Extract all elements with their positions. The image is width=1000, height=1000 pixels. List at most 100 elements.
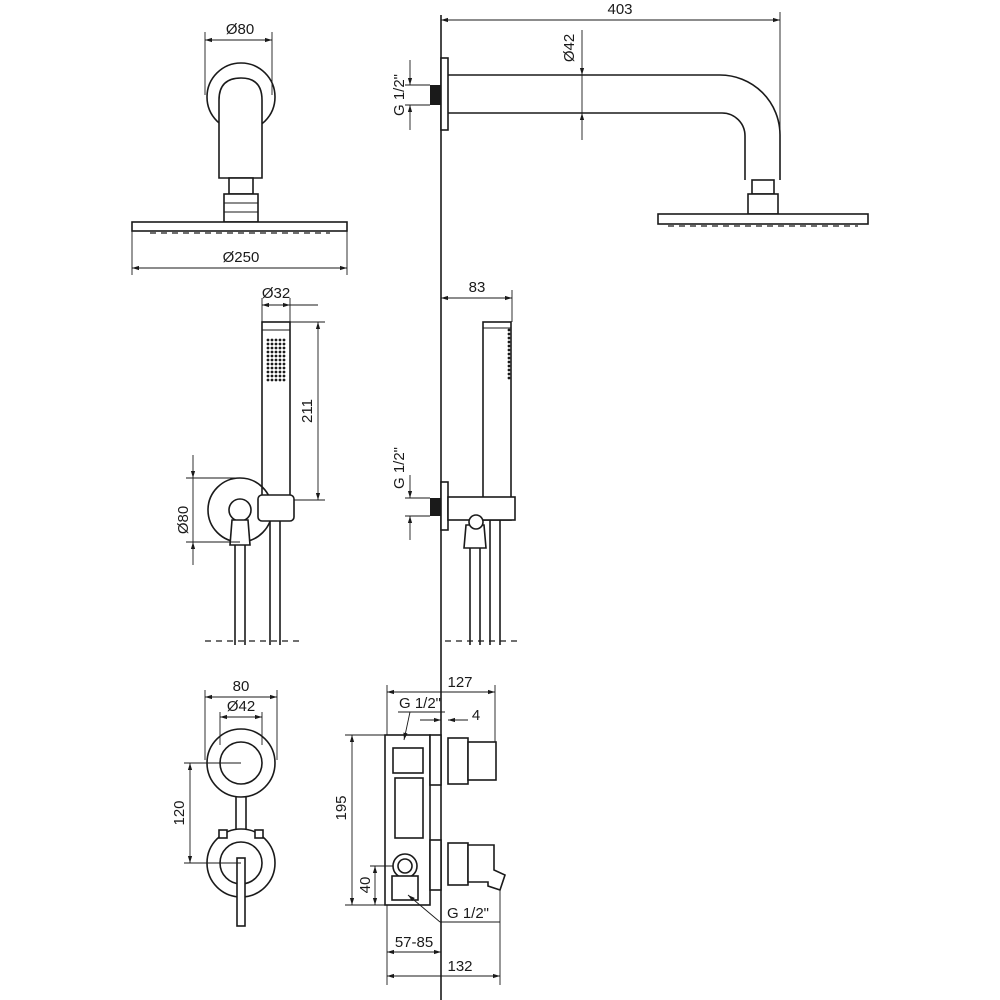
nozzle-dot [278, 362, 282, 366]
dimension-arm-diameter: Ø42 [561, 30, 585, 140]
svg-text:83: 83 [469, 279, 486, 296]
svg-text:403: 403 [607, 1, 632, 18]
dimension-holder-diameter: Ø80 [175, 455, 240, 565]
nozzle-dot [282, 338, 286, 342]
nozzle-dot [278, 378, 282, 382]
dimension-install-depth: 57-85 [386, 905, 441, 985]
nozzle-dot [274, 362, 278, 366]
nozzle-dot [278, 366, 282, 370]
nozzle-dot [282, 358, 286, 362]
nozzle-dot [266, 338, 270, 342]
nozzle-dot [507, 356, 511, 360]
svg-text:120: 120 [171, 800, 188, 825]
nozzle-dot [270, 354, 274, 358]
svg-text:G 1/2": G 1/2" [447, 905, 489, 922]
nozzle-dot [270, 350, 274, 354]
nozzle-dot [270, 346, 274, 350]
nozzle-dot [270, 338, 274, 342]
nozzle-dot [266, 354, 270, 358]
nozzle-dot [274, 342, 278, 346]
nozzle-dot [507, 372, 511, 376]
nozzle-dot [274, 354, 278, 358]
nozzle-dot [274, 358, 278, 362]
dimension-flange-diameter: Ø80 [204, 21, 273, 95]
dimension-plate-thickness: 4 [420, 707, 480, 724]
nozzle-dot [507, 348, 511, 352]
dimension-inlet-thread: G 1/2" [398, 695, 445, 741]
dimension-handle-diameter: Ø32 [261, 285, 318, 322]
svg-text:80: 80 [233, 678, 250, 695]
nozzle-dot [278, 354, 282, 358]
nozzle-dot [266, 346, 270, 350]
svg-text:Ø42: Ø42 [227, 698, 255, 715]
nozzle-dot [282, 350, 286, 354]
dimension-outlet-thread: G 1/2" [407, 894, 500, 923]
nozzle-dot [282, 354, 286, 358]
nozzle-dot [282, 370, 286, 374]
dimension-body-height: 195 [333, 734, 385, 906]
nozzle-dot [282, 366, 286, 370]
nozzle-dot [266, 342, 270, 346]
nozzle-dot [270, 362, 274, 366]
nozzle-dot [266, 358, 270, 362]
svg-text:G 1/2": G 1/2" [391, 447, 408, 489]
svg-text:127: 127 [447, 674, 472, 691]
svg-text:Ø32: Ø32 [262, 285, 290, 302]
svg-text:211: 211 [299, 399, 316, 423]
svg-text:Ø250: Ø250 [223, 249, 260, 266]
nozzle-dot [274, 370, 278, 374]
dimension-overall-depth: 132 [387, 890, 501, 985]
nozzle-dot [282, 342, 286, 346]
nozzle-dot [507, 352, 511, 356]
svg-text:4: 4 [472, 707, 480, 724]
nozzle-dot [270, 374, 274, 378]
mixer-side-view [384, 734, 506, 906]
nozzle-dot [266, 370, 270, 374]
nozzle-dot [278, 374, 282, 378]
nozzle-dot [274, 374, 278, 378]
dimension-head-diameter: Ø250 [131, 226, 348, 275]
nozzle-dot [270, 366, 274, 370]
nozzle-dot [278, 358, 282, 362]
dimension-mixer-projection: 127 [386, 674, 496, 742]
nozzle-dot [270, 370, 274, 374]
nozzle-dot [274, 338, 278, 342]
nozzle-dot [282, 374, 286, 378]
nozzle-dot [266, 350, 270, 354]
dimension-handle-length: 211 [290, 321, 325, 501]
svg-text:57-85: 57-85 [395, 934, 433, 951]
nozzle-dot [266, 366, 270, 370]
dimension-plate-width: 80 [204, 678, 278, 760]
nozzle-dot [507, 376, 511, 380]
svg-text:195: 195 [333, 795, 350, 820]
nozzle-dot [270, 358, 274, 362]
nozzle-dot [507, 340, 511, 344]
mixer-front-view [206, 728, 276, 927]
nozzle-dot [282, 346, 286, 350]
svg-text:G 1/2": G 1/2" [399, 695, 441, 712]
nozzle-dot [266, 374, 270, 378]
svg-text:40: 40 [357, 877, 374, 894]
dimension-outlet-offset: 40 [357, 865, 393, 905]
svg-text:Ø42: Ø42 [561, 34, 578, 62]
head-shower-side-view [430, 57, 869, 227]
nozzle-dot [274, 346, 278, 350]
svg-text:G 1/2": G 1/2" [391, 74, 408, 116]
dimension-hand-shower-thread: G 1/2" [391, 447, 430, 540]
nozzle-dot [282, 362, 286, 366]
svg-text:132: 132 [447, 958, 472, 975]
head-shower-front-view [131, 62, 348, 234]
nozzle-dot [278, 350, 282, 354]
nozzle-dot [278, 338, 282, 342]
nozzle-dot [507, 364, 511, 368]
nozzle-dot [507, 328, 511, 332]
nozzle-dot [266, 362, 270, 366]
nozzle-dot [274, 366, 278, 370]
nozzle-dot [266, 378, 270, 382]
hand-shower-side-view [430, 321, 522, 645]
nozzle-dot [507, 332, 511, 336]
nozzle-dot [278, 370, 282, 374]
nozzle-dot [507, 344, 511, 348]
hand-shower-front-view [205, 321, 300, 645]
